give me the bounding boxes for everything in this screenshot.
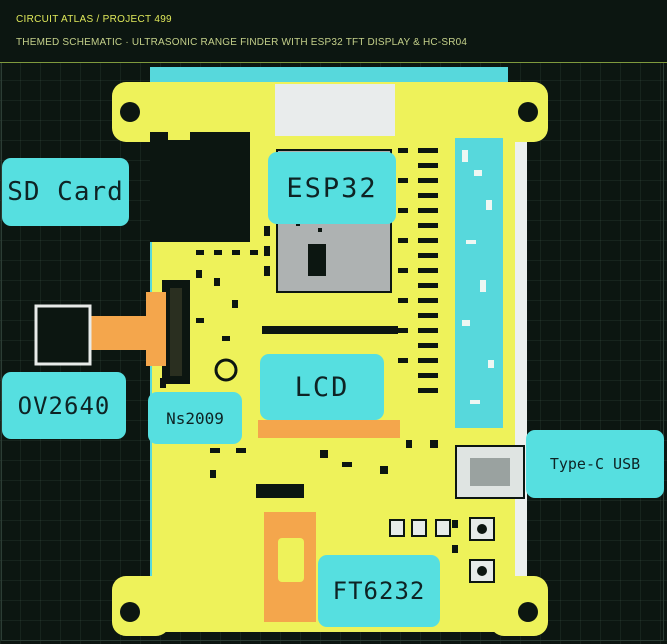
usb-port-opening	[470, 458, 510, 486]
camera-module-body	[34, 304, 92, 366]
lcd-flex-cable	[258, 420, 400, 438]
camera-flex-tab	[146, 292, 166, 366]
label-ft6232[interactable]: FT6232	[318, 555, 440, 627]
label-ov2640[interactable]: OV2640	[2, 372, 126, 439]
breadcrumb[interactable]: CIRCUIT ATLAS / PROJECT 499	[16, 14, 172, 25]
button-1-cap	[477, 524, 487, 534]
sd-card-slot	[150, 132, 250, 242]
label-lcd[interactable]: LCD	[260, 354, 384, 420]
esp32-antenna-icon	[275, 84, 395, 136]
touch-flex-window	[278, 538, 304, 582]
label-ns2009[interactable]: Ns2009	[148, 392, 242, 444]
label-esp32-text: ESP32	[286, 172, 378, 204]
mount-hole-icon	[120, 102, 538, 622]
label-sd-card[interactable]: SD Card	[2, 158, 129, 226]
touch-connector	[256, 484, 304, 498]
label-ov2640-text: OV2640	[17, 391, 111, 420]
right-display-strip	[455, 138, 503, 428]
passive-components	[152, 226, 458, 553]
lcd-connector	[262, 326, 398, 334]
camera-connector-inner	[170, 288, 182, 376]
label-sd-card-text: SD Card	[7, 177, 124, 207]
pin-header-left	[398, 148, 408, 363]
button-2-cap	[477, 566, 487, 576]
label-type-c-usb-text: Type-C USB	[549, 455, 641, 473]
label-lcd-text: LCD	[294, 371, 350, 403]
schematic-subtitle: THEMED SCHEMATIC · ULTRASONIC RANGE FIND…	[16, 37, 468, 48]
label-type-c-usb[interactable]: Type-C USB	[526, 430, 664, 498]
label-esp32[interactable]: ESP32	[268, 152, 396, 224]
label-ns2009-text: Ns2009	[166, 408, 224, 428]
esp32-chip-pins	[296, 222, 326, 276]
sd-card-slot-notch	[168, 130, 190, 140]
component-ring	[214, 358, 238, 382]
header-bar: CIRCUIT ATLAS / PROJECT 499 THEMED SCHEM…	[0, 0, 667, 63]
label-ft6232-text: FT6232	[332, 577, 426, 605]
pin-header-right	[418, 148, 438, 393]
right-strip-texture	[462, 150, 494, 404]
